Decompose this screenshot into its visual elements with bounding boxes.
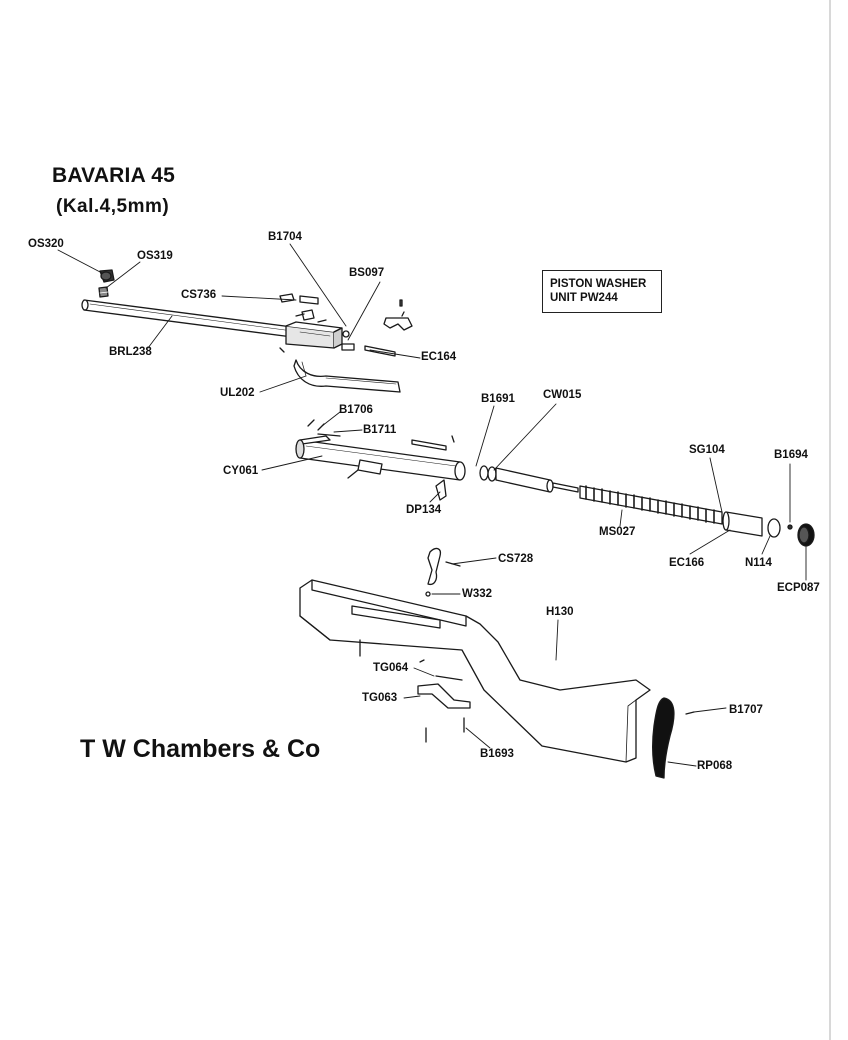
cylinder-part	[295, 419, 466, 501]
leader-lines	[57, 243, 807, 767]
part-label-h130: H130	[546, 606, 574, 618]
model-title: BAVARIA 45	[52, 164, 175, 187]
part-label-ecp087: ECP087	[777, 582, 820, 594]
washer-line-1: PISTON WASHER	[550, 278, 647, 290]
washer-line-2: UNIT PW244	[550, 292, 618, 304]
part-label-cs736: CS736	[181, 289, 217, 301]
part-label-brl238: BRL238	[109, 346, 152, 358]
part-label-dp134: DP134	[406, 504, 442, 516]
part-label-cy061: CY061	[223, 465, 259, 477]
part-label-w332: W332	[462, 588, 493, 600]
part-label-n114: N114	[745, 557, 772, 569]
front-sight-parts	[98, 269, 115, 298]
part-label-b1706: B1706	[339, 404, 373, 416]
part-label-b1711: B1711	[363, 424, 397, 436]
part-label-tg064: TG064	[373, 662, 409, 674]
part-label-rp068: RP068	[697, 760, 733, 772]
part-label-tg063: TG063	[362, 692, 398, 704]
part-label-os320: OS320	[28, 238, 64, 250]
part-label-b1704: B1704	[268, 231, 302, 243]
part-label-ul202: UL202	[220, 387, 255, 399]
part-label-cs728: CS728	[498, 553, 534, 565]
part-label-os319: OS319	[137, 250, 173, 262]
recoil-pad-part	[652, 697, 695, 779]
barrel-part	[81, 299, 343, 349]
underlever-part	[293, 359, 401, 393]
part-label-b1694: B1694	[774, 449, 808, 461]
end-cap-parts	[722, 511, 815, 547]
part-label-ms027: MS027	[599, 526, 636, 538]
trigger-guard-parts	[417, 659, 471, 743]
part-label-b1693: B1693	[480, 748, 514, 760]
breech-small-parts	[279, 293, 413, 357]
trigger-parts	[425, 547, 461, 597]
part-label-ec164: EC164	[421, 351, 457, 363]
part-label-b1691: B1691	[481, 393, 515, 405]
part-label-sg104: SG104	[689, 444, 725, 456]
caliber-subtitle: (Kal.4,5mm)	[56, 196, 170, 217]
part-label-bs097: BS097	[349, 267, 385, 279]
stock-part	[299, 579, 651, 763]
part-label-cw015: CW015	[543, 389, 582, 401]
part-label-ec166: EC166	[669, 557, 705, 569]
piston-part	[479, 465, 579, 493]
part-label-b1707: B1707	[729, 704, 763, 716]
company-name: T W Chambers & Co	[80, 735, 321, 763]
mainspring-part	[579, 485, 723, 525]
piston-washer-box: PISTON WASHER UNIT PW244	[542, 270, 662, 313]
scan-edge	[829, 0, 831, 1040]
